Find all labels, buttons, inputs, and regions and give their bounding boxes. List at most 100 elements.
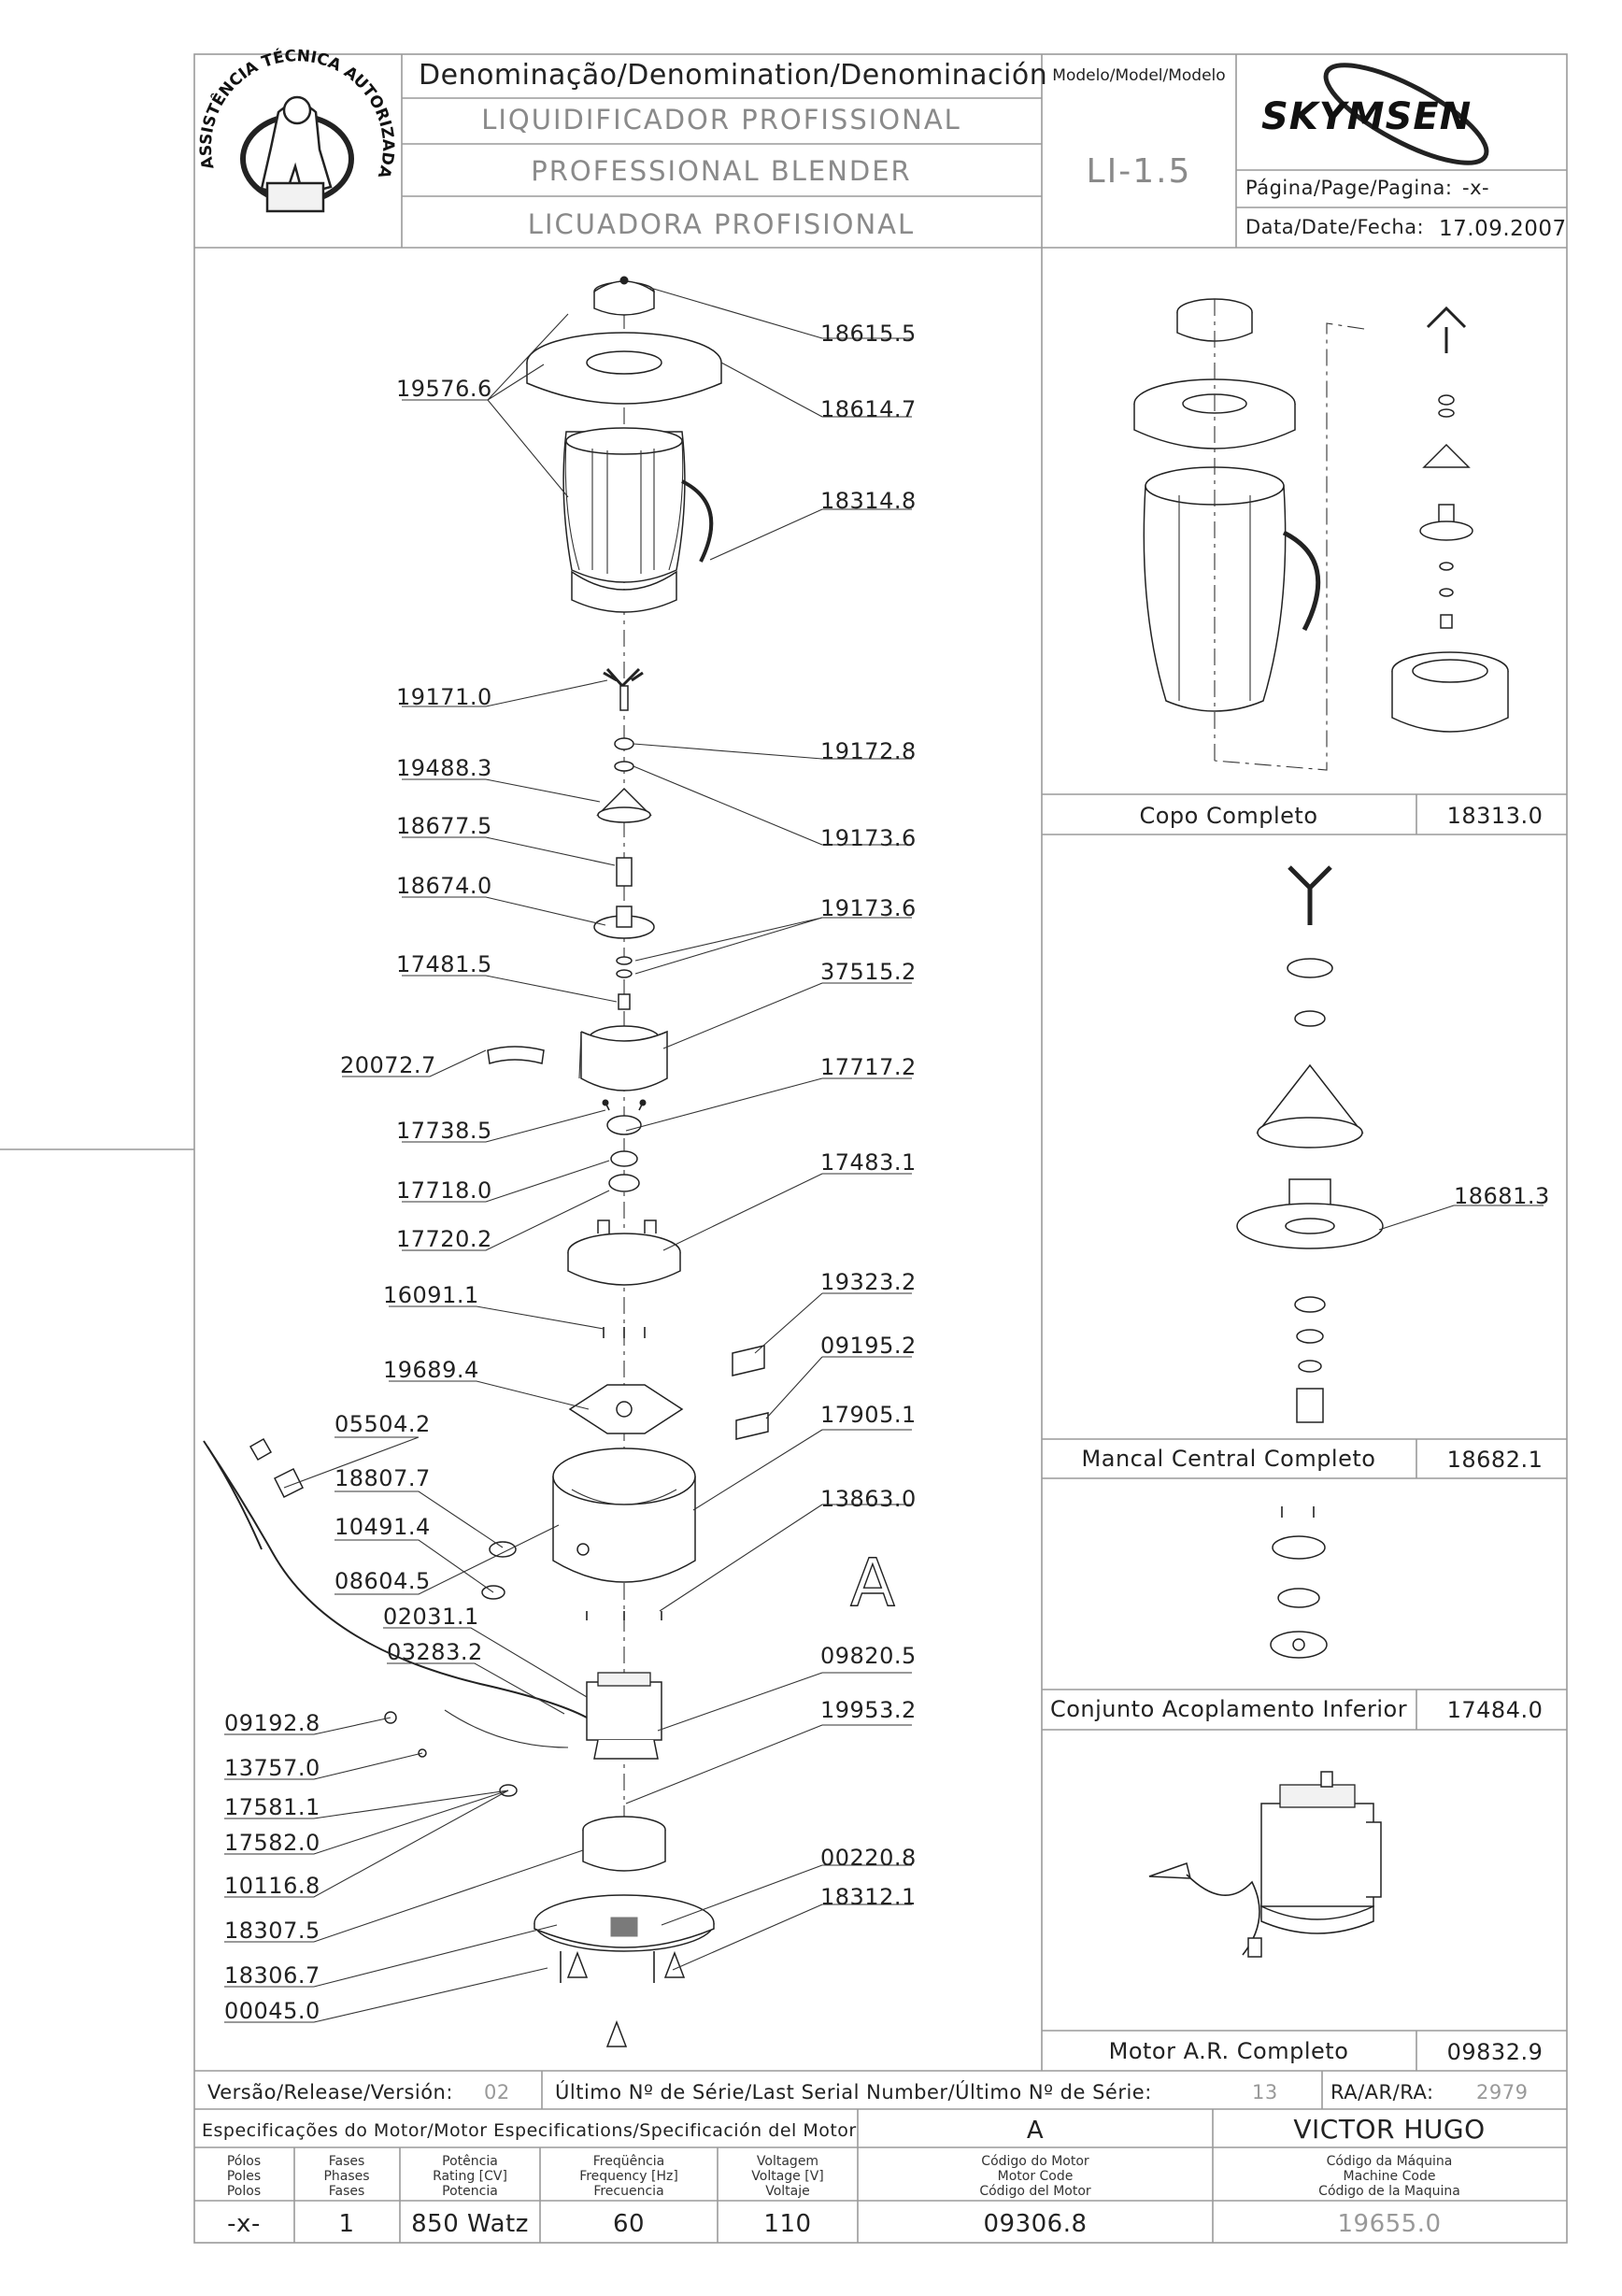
part-label: 09195.2 <box>820 1333 917 1359</box>
column-header: Código do Motor <box>981 2154 1089 2169</box>
part-label: 17718.0 <box>396 1177 492 1204</box>
date-label: Data/Date/Fecha: <box>1245 216 1424 238</box>
product-name-es: LICUADORA PROFISIONAL <box>528 208 915 240</box>
assembly-name: Motor A.R. Completo <box>1109 2038 1349 2064</box>
part-label: 19953.2 <box>820 1697 917 1723</box>
model-value: LI-1.5 <box>1087 152 1192 191</box>
page-label: Página/Page/Pagina: <box>1245 177 1452 199</box>
part-label: 00045.0 <box>224 1998 320 2024</box>
column-header: Frequency [Hz] <box>579 2169 678 2184</box>
part-label: 17581.1 <box>224 1794 320 1820</box>
part-label: 00220.8 <box>820 1845 917 1871</box>
column-header: Phases <box>323 2169 369 2184</box>
part-label: 17738.5 <box>396 1118 492 1144</box>
spec-value: 110 <box>763 2210 811 2238</box>
sheet-frame <box>0 53 1568 2244</box>
part-number-labels: 18615.5 19576.6 18614.7 18314.8 19171.0 … <box>224 321 917 2024</box>
column-header: Voltage [V] <box>751 2169 823 2184</box>
motor-spec-title: Especificações do Motor/Motor Especifica… <box>202 2120 857 2141</box>
part-label: 20072.7 <box>340 1052 436 1078</box>
version-value: 02 <box>484 2081 510 2103</box>
column-header: Voltaje <box>765 2184 810 2199</box>
part-label: 17481.5 <box>396 951 492 977</box>
column-header: Motor Code <box>998 2169 1074 2184</box>
brand-logo: SKYMSEN <box>1261 63 1489 165</box>
product-name-pt: LIQUIDIFICADOR PROFISSIONAL <box>481 104 961 135</box>
part-label: 19173.6 <box>820 825 917 851</box>
page-value: -x- <box>1462 177 1489 199</box>
main-exploded-view: A <box>203 276 896 2047</box>
assembly-acoplamento-inferior <box>1270 1506 1328 1659</box>
mancal-callout: 18681.3 <box>1454 1183 1550 1209</box>
denomination-label: Denominação/Denomination/Denominación <box>419 59 1047 92</box>
column-header: Machine Code <box>1344 2169 1436 2184</box>
column-header: Fases <box>329 2154 365 2169</box>
part-label: 09192.8 <box>224 1710 320 1736</box>
part-label: 18677.5 <box>396 813 492 839</box>
part-label: 19323.2 <box>820 1269 917 1295</box>
part-label: 17483.1 <box>820 1149 917 1176</box>
assembly-name: Mancal Central Completo <box>1082 1446 1376 1472</box>
column-header: Fases <box>329 2184 365 2199</box>
ra-value: 2979 <box>1476 2081 1528 2103</box>
motor-spec-values: -x- 1 850 Watz 60 110 09306.8 19655.0 <box>227 2210 1441 2238</box>
assembly-motor-ar <box>1148 1771 1382 1958</box>
part-label: 19171.0 <box>396 684 492 710</box>
part-label: 08604.5 <box>334 1568 431 1594</box>
assembly-copo-completo <box>1133 298 1509 771</box>
part-label: 19488.3 <box>396 755 492 781</box>
assembly-name: Conjunto Acoplamento Inferior <box>1050 1696 1407 1722</box>
spec-value: 19655.0 <box>1337 2210 1441 2238</box>
spec-value: -x- <box>227 2210 261 2238</box>
column-header: Código da Máquina <box>1327 2154 1453 2169</box>
part-label: 10116.8 <box>224 1873 320 1899</box>
column-header: Polos <box>227 2184 261 2199</box>
column-header: Voltagem <box>757 2154 818 2169</box>
part-label: 17720.2 <box>396 1226 492 1252</box>
spec-value: 1 <box>338 2210 354 2238</box>
brand-name: SKYMSEN <box>1261 95 1472 138</box>
spec-value: 60 <box>613 2210 645 2238</box>
column-header: Frecuencia <box>593 2184 663 2199</box>
assembly-code: 09832.9 <box>1447 2039 1544 2065</box>
part-label: 18314.8 <box>820 488 917 514</box>
motor-spec-headers: Pólos Poles Polos Fases Phases Fases Pot… <box>227 2154 1460 2199</box>
version-label: Versão/Release/Versión: <box>207 2081 453 2103</box>
author-name: VICTOR HUGO <box>1293 2114 1485 2145</box>
part-label: 18614.7 <box>820 396 917 422</box>
product-name-en: PROFESSIONAL BLENDER <box>531 155 911 187</box>
assembly-code: 18313.0 <box>1447 803 1544 829</box>
part-label: 09820.5 <box>820 1643 917 1669</box>
assembly-code: 18682.1 <box>1447 1447 1544 1473</box>
column-header: Código del Motor <box>979 2184 1091 2199</box>
column-header: Rating [CV] <box>433 2169 507 2184</box>
detail-letter: A <box>850 1545 895 1621</box>
part-label: 02031.1 <box>383 1604 479 1630</box>
part-label: 18312.1 <box>820 1884 917 1910</box>
assembly-mancal-central <box>1236 865 1544 1423</box>
part-label: 18306.7 <box>224 1962 320 1989</box>
part-label: 17717.2 <box>820 1054 917 1080</box>
column-header: Potência <box>442 2154 498 2169</box>
part-label: 19576.6 <box>396 376 492 402</box>
serial-label: Último Nº de Série/Last Serial Number/Úl… <box>555 2080 1152 2103</box>
assembly-name: Copo Completo <box>1139 803 1317 829</box>
part-label: 18674.0 <box>396 873 492 899</box>
part-label: 18307.5 <box>224 1918 320 1944</box>
part-label: 17905.1 <box>820 1402 917 1428</box>
authorized-service-seal: ASSISTÊNCIA TÉCNICA AUTORIZADA <box>197 46 397 233</box>
part-label: 19173.6 <box>820 895 917 921</box>
column-header: Potencia <box>442 2184 498 2199</box>
serial-value: 13 <box>1252 2081 1278 2103</box>
date-value: 17.09.2007 <box>1439 217 1567 241</box>
part-label: 37515.2 <box>820 959 917 985</box>
part-label: 10491.4 <box>334 1514 431 1540</box>
column-header: Pólos <box>227 2154 261 2169</box>
part-label: 05504.2 <box>334 1411 431 1437</box>
column-header: Código de la Maquina <box>1318 2184 1460 2199</box>
assembly-code: 17484.0 <box>1447 1697 1544 1723</box>
ra-label: RA/AR/RA: <box>1330 2081 1434 2103</box>
part-label: 13863.0 <box>820 1486 917 1512</box>
part-label: 18807.7 <box>334 1465 431 1491</box>
